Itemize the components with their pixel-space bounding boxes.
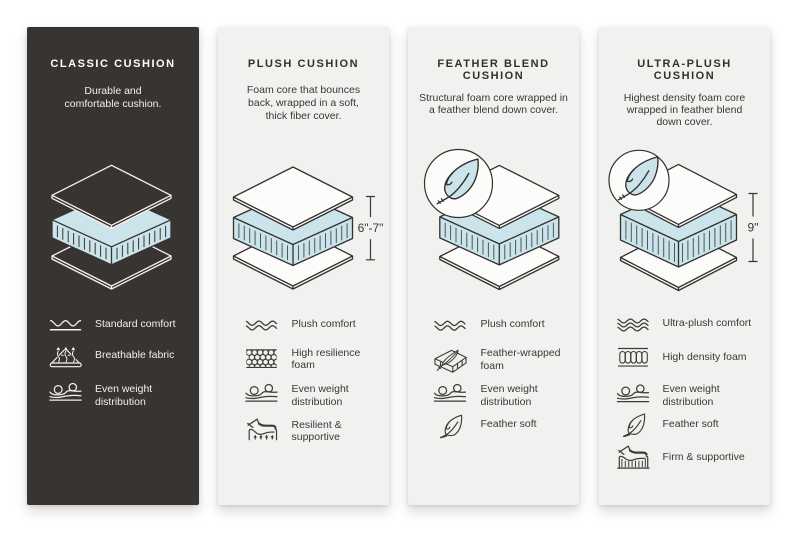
- svg-text:6"-7": 6"-7": [358, 221, 384, 235]
- svg-text:9": 9": [748, 221, 759, 235]
